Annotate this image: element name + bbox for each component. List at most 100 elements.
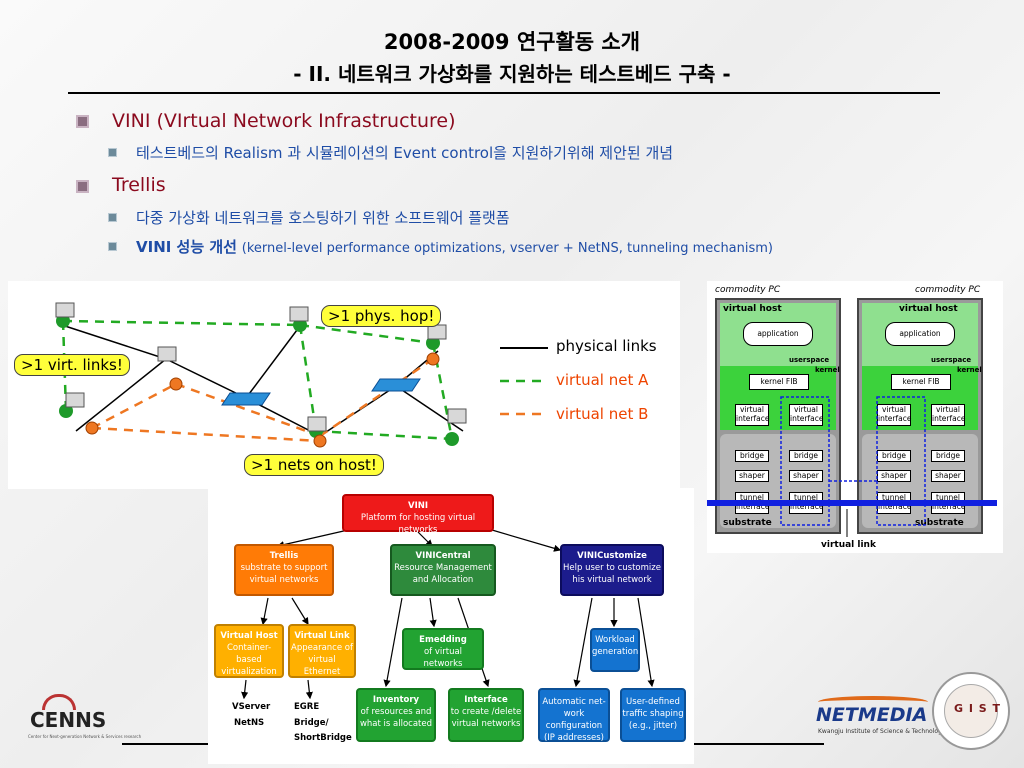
- netmedia-text: NETMEDIA: [816, 704, 928, 726]
- leaf-netns: NetNS: [234, 718, 265, 728]
- footer-line-left: [122, 743, 208, 745]
- vini-component-tree: VINI Platform for hosting virtual network…: [208, 488, 694, 764]
- substrate-label: substrate: [915, 518, 964, 528]
- leaf-shortbridge: ShortBridge: [294, 733, 352, 743]
- node-inventory-desc: of resources and what is allocated: [359, 707, 433, 729]
- leaf-bridge: Bridge/: [294, 718, 329, 728]
- legend-net-a: virtual net A: [556, 371, 649, 389]
- node-workload: Workload generation: [590, 628, 640, 672]
- cenns-subtext: Center for Next-generation Network & Ser…: [28, 734, 142, 739]
- node-embedding: Emedding of virtual networks: [402, 628, 484, 670]
- node-interface-title: Interface: [464, 695, 508, 705]
- leaf-vserver: VServer: [232, 702, 271, 712]
- substrate-label: substrate: [723, 518, 772, 528]
- node-user-defined: User-defined traffic shaping (e.g., jitt…: [620, 688, 686, 742]
- bullet-trellis: Trellis: [112, 174, 166, 196]
- bullet-trellis-desc2-rest: (kernel-level performance optimizations,…: [241, 241, 774, 256]
- bullet-trellis-desc1: 다중 가상화 네트워크를 호스팅하기 위한 소프트웨어 플랫폼: [136, 209, 510, 227]
- node-embedding-desc: of virtual networks: [423, 647, 463, 669]
- arch-links: [707, 396, 997, 537]
- node-interface-desc: to create /delete virtual networks: [450, 707, 522, 729]
- node-vinicentral-desc: Resource Management and Allocation: [394, 563, 492, 585]
- gist-seal-inner: [944, 684, 998, 738]
- node-vini: VINI Platform for hosting virtual network…: [342, 494, 494, 535]
- netmedia-subtext: Kwangju Institute of Science & Technolog…: [818, 728, 946, 735]
- virtual-interface-box: virtual interface: [931, 404, 965, 426]
- node-embedding-title: Emedding: [419, 635, 467, 645]
- netmedia-logo: NETMEDIA Kwangju Institute of Science & …: [806, 696, 945, 740]
- node-virtual-host-desc: Container-based virtualization: [221, 643, 277, 677]
- leaf-egre: EGRE: [294, 702, 320, 712]
- kernel-label: kernel: [957, 366, 982, 374]
- virtual-interface-box: virtual interface: [789, 404, 823, 426]
- bridge-box: bridge: [877, 450, 911, 462]
- page-subtitle: - II. 네트워크 가상화를 지원하는 테스트베드 구축 -: [293, 62, 731, 86]
- node-inventory: Inventory of resources and what is alloca…: [356, 688, 436, 742]
- trellis-architecture-diagram: commodity PC commodity PC virtual host a…: [707, 281, 1003, 553]
- virtual-network-diagram: >1 phys. hop! >1 virt. links! >1 nets on…: [8, 281, 680, 489]
- sub-bullet-icon: [108, 213, 117, 222]
- node-inventory-title: Inventory: [372, 695, 420, 705]
- virtual-link-label: virtual link: [821, 540, 876, 550]
- shaper-box: shaper: [789, 470, 823, 482]
- bullet-trellis-desc2-bold: VINI 성능 개선: [136, 238, 237, 256]
- page-title: 2008-2009 연구활동 소개: [383, 30, 641, 54]
- node-vini-title: VINI: [407, 501, 429, 511]
- kernel-fib-box: kernel FIB: [749, 374, 809, 390]
- node-vini-desc: Platform for hosting virtual networks: [360, 513, 476, 535]
- virtual-interface-box: virtual interface: [735, 404, 769, 426]
- bullet-vini: VINI (VIrtual Network Infrastructure): [112, 110, 456, 132]
- netmedia-swoosh-icon: [818, 696, 928, 708]
- bridge-box: bridge: [931, 450, 965, 462]
- virtual-interface-box: virtual interface: [877, 404, 911, 426]
- application-box: application: [885, 322, 955, 346]
- node-interface: Interface to create /delete virtual netwo…: [448, 688, 524, 742]
- bullet-vini-desc: 테스트베드의 Realism 과 시뮬레이션의 Event control을 지…: [136, 144, 674, 162]
- node-auto-config-desc: Automatic net-work configuration (IP add…: [542, 697, 606, 743]
- shaper-box: shaper: [931, 470, 965, 482]
- node-virtual-link-title: Virtual Link: [294, 631, 350, 641]
- commodity-pc-left: commodity PC: [715, 285, 781, 295]
- bridge-box: bridge: [735, 450, 769, 462]
- node-vinicustomize-title: VINICustomize: [577, 551, 647, 561]
- bullet-trellis-desc2: VINI 성능 개선 (kernel-level performance opt…: [136, 236, 773, 257]
- node-vinicustomize-desc: Help user to customize his virtual netwo…: [563, 563, 661, 585]
- kernel-label: kernel: [815, 366, 840, 374]
- commodity-pc-right: commodity PC: [915, 285, 981, 295]
- sub-bullet-icon: [108, 242, 117, 251]
- sub-bullet-icon: [108, 148, 117, 157]
- bubble-phys-hop: >1 phys. hop!: [321, 305, 442, 327]
- footer-line-right: [694, 743, 824, 745]
- node-vinicentral-title: VINICentral: [415, 551, 471, 561]
- bridge-box: bridge: [789, 450, 823, 462]
- bullet-icon: [76, 180, 89, 193]
- node-virtual-link-desc: Appearance of virtual Ethernet: [291, 643, 353, 677]
- bullet-icon: [76, 115, 89, 128]
- pc-left: virtual host application userspace kerne…: [715, 298, 841, 534]
- node-virtual-host-title: Virtual Host: [220, 631, 278, 641]
- node-auto-config: Automatic net-work configuration (IP add…: [538, 688, 610, 743]
- legend-net-b: virtual net B: [556, 405, 649, 423]
- gist-seal: G I S T: [932, 672, 1010, 750]
- legend-physical: physical links: [556, 337, 657, 355]
- pc-right: virtual host application userspace kerne…: [857, 298, 983, 534]
- node-trellis-title: Trellis: [269, 551, 299, 561]
- network-links: [55, 302, 548, 448]
- title-divider: [68, 92, 940, 94]
- shaper-box: shaper: [735, 470, 769, 482]
- application-box: application: [743, 322, 813, 346]
- virtual-host-label: virtual host: [723, 304, 782, 314]
- virtual-host-label: virtual host: [899, 304, 958, 314]
- kernel-fib-box: kernel FIB: [891, 374, 951, 390]
- cenns-logo: CENNS Center for Next-generation Network…: [28, 694, 141, 744]
- node-workload-title: Workload generation: [592, 635, 639, 657]
- userspace-label: userspace: [789, 356, 830, 364]
- userspace-label: userspace: [931, 356, 972, 364]
- node-user-defined-desc: User-defined traffic shaping (e.g., jitt…: [622, 697, 684, 731]
- gist-seal-text: G I S T: [954, 702, 1002, 715]
